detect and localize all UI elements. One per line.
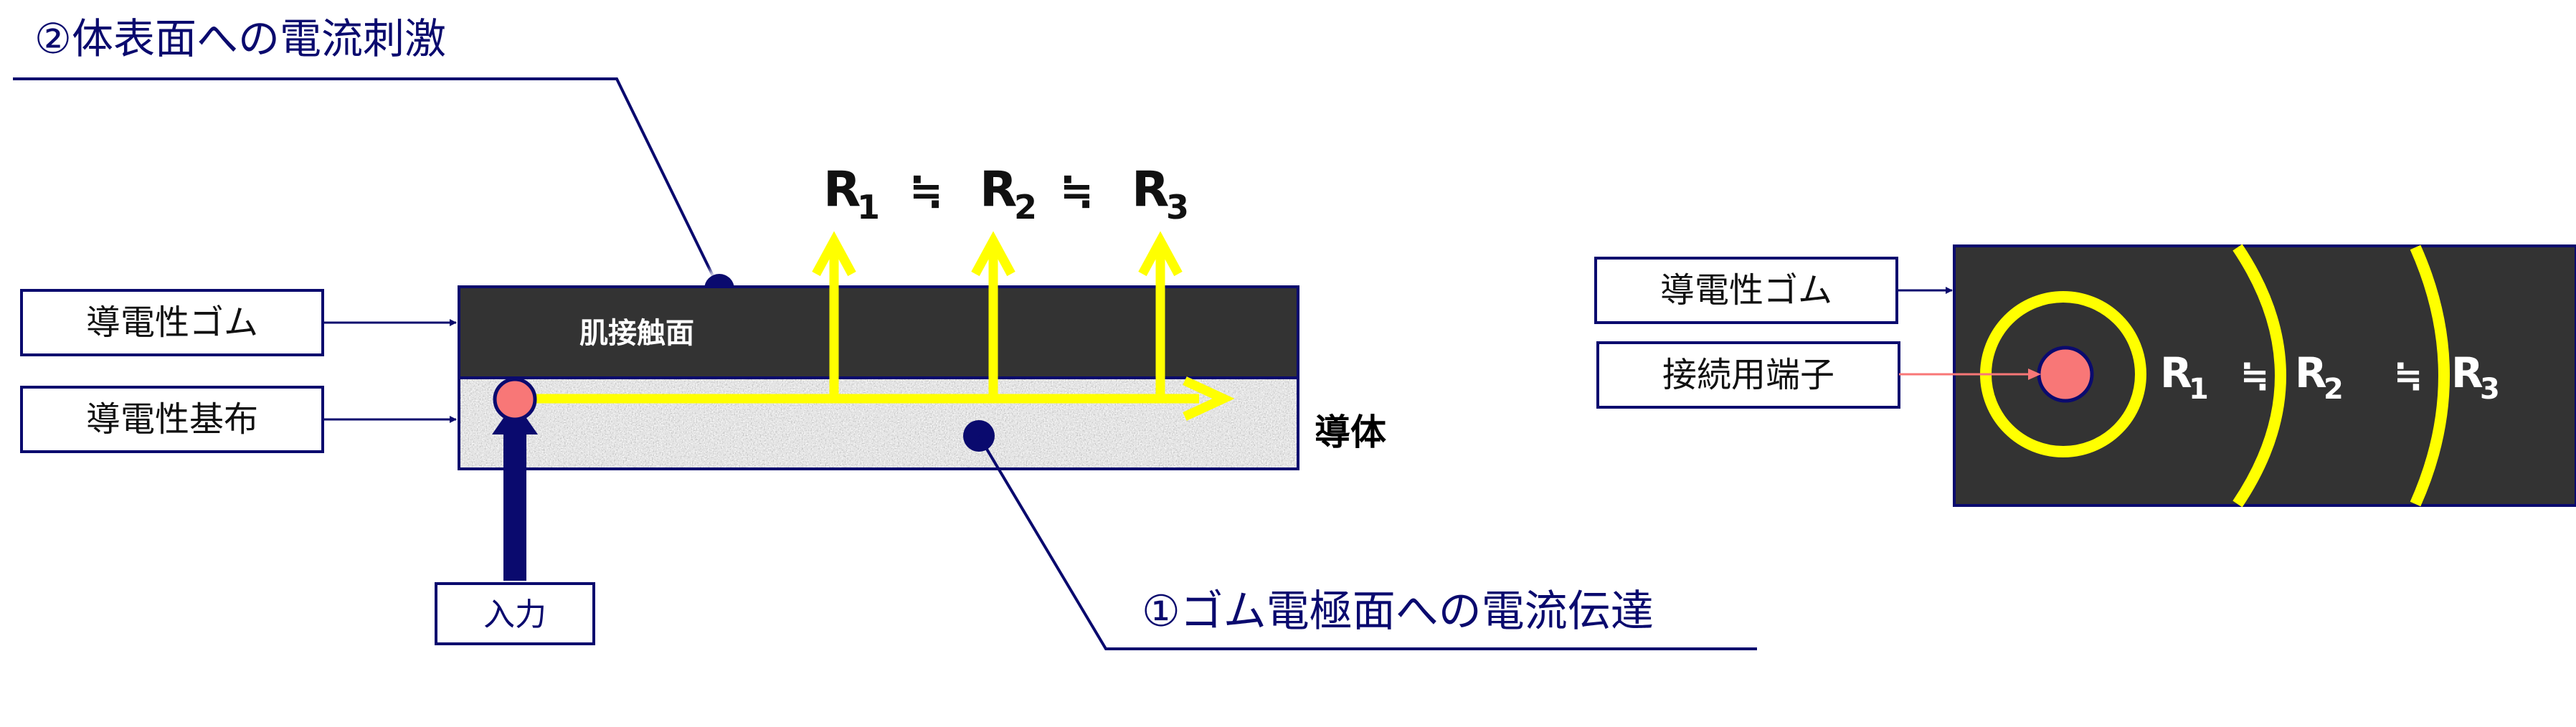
left-resistance-equation: R 1 ≒ R 2 ≒ R 3 bbox=[823, 161, 1189, 227]
left-r2: R bbox=[980, 161, 1017, 218]
terminal-pointer-head bbox=[2028, 369, 2041, 380]
current-up-arrow-2-head bbox=[971, 231, 1015, 277]
current-up-arrow-3-head bbox=[1138, 231, 1183, 277]
callout-surface-stimulation: ②体表面への電流刺激 bbox=[34, 14, 446, 63]
right-current-arc-3 bbox=[2410, 244, 2450, 507]
right-resistance-equation: R 1 ≒ R 2 ≒ R 3 bbox=[2160, 348, 2500, 406]
base-cloth-label-box bbox=[20, 386, 324, 453]
right-r2: R bbox=[2295, 348, 2327, 397]
right-terminal bbox=[2037, 346, 2094, 403]
callout-surface-leader-line bbox=[13, 77, 721, 290]
current-flow-horizontal-head bbox=[1183, 376, 1235, 421]
input-label: 入力 bbox=[483, 597, 546, 633]
base-cloth-label: 導電性基布 bbox=[86, 399, 258, 439]
left-approx-2: ≒ bbox=[1060, 168, 1094, 214]
right-r3-sub: 3 bbox=[2480, 373, 2500, 406]
terminal-label-box bbox=[1596, 341, 1900, 409]
right-approx-2: ≒ bbox=[2394, 356, 2423, 396]
callout-electrode-transmission: ①ゴム電極面への電流伝達 bbox=[1142, 586, 1654, 637]
right-rubber-label: 導電性ゴム bbox=[1660, 270, 1832, 310]
right-rubber-label-box bbox=[1594, 257, 1898, 324]
conductor-layer-texture bbox=[459, 378, 1298, 469]
current-up-arrow-1-head bbox=[812, 231, 856, 277]
left-approx-1: ≒ bbox=[909, 168, 943, 214]
terminal-label: 接続用端子 bbox=[1662, 355, 1834, 395]
right-r3: R bbox=[2451, 348, 2483, 397]
left-r3-sub: 3 bbox=[1166, 188, 1189, 227]
right-current-arc-2 bbox=[2232, 244, 2286, 508]
left-r3: R bbox=[1132, 161, 1169, 218]
callout-electrode-leader-line bbox=[977, 434, 1757, 650]
input-arrow-shaft bbox=[503, 432, 526, 581]
left-r1-sub: 1 bbox=[857, 188, 880, 227]
skin-contact-surface-label: 肌接触面 bbox=[579, 317, 694, 350]
input-label-box bbox=[435, 582, 595, 645]
left-r1: R bbox=[823, 161, 861, 218]
right-r2-sub: 2 bbox=[2324, 373, 2344, 406]
left-rubber-label: 導電性ゴム bbox=[86, 303, 258, 343]
right-r1: R bbox=[2160, 348, 2192, 397]
right-approx-1: ≒ bbox=[2240, 356, 2269, 396]
conductor-label: 導体 bbox=[1315, 412, 1386, 453]
right-r1-sub: 1 bbox=[2189, 373, 2209, 406]
left-r2-sub: 2 bbox=[1014, 188, 1037, 227]
input-terminal bbox=[493, 377, 537, 422]
